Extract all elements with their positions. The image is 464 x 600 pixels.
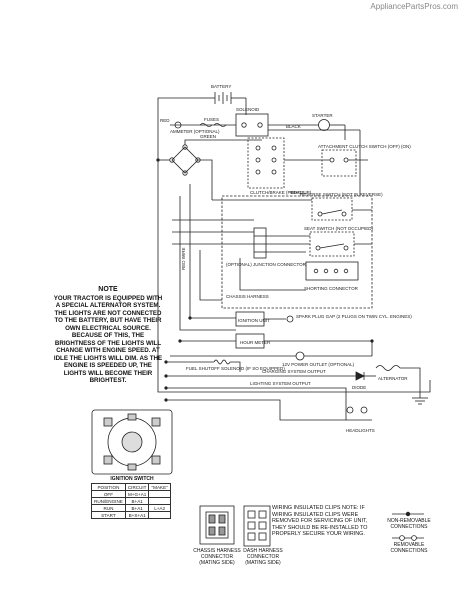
headlights-label: HEADLIGHTS	[346, 428, 375, 433]
black-wire-label: BLACK	[286, 124, 301, 129]
chassis-connector-drawing	[199, 505, 235, 545]
seat-switch-label: SEAT SWITCH (NOT OCCUPIED)	[304, 226, 374, 231]
dash-connector-caption: DASH HARNESS CONNECTOR (MATING SIDE)	[243, 548, 283, 566]
ignition-unit-label: IGNITION UNIT	[238, 318, 270, 323]
ignition-switch-drawing	[91, 409, 173, 475]
legend-non-removable: NON-REMOVABLE CONNECTIONS	[387, 518, 431, 530]
table-row: RUN B+A1 L+A2	[91, 504, 171, 512]
battery-symbol	[200, 92, 246, 104]
shorting-label: SHORTING CONNECTOR	[304, 286, 359, 291]
site-watermark: AppliancePartsPros.com	[370, 2, 458, 11]
red-wire-vertical-label: RED WIRE	[181, 248, 186, 271]
table-cell: RUN	[91, 504, 126, 512]
table-cell: START	[91, 511, 126, 519]
table-header-cell: "MAKE"	[148, 483, 171, 491]
table-cell	[148, 511, 171, 519]
table-cell: L+A2	[148, 504, 171, 512]
table-cell	[148, 490, 171, 498]
attachment-clutch-label: ATTACHMENT CLUTCH SWITCH (OFF) (ON)	[318, 144, 411, 149]
power-outlet-label: 12V POWER OUTLET (OPTIONAL)	[282, 362, 355, 367]
power-outlet-symbol	[295, 351, 305, 361]
table-row: OFF M+G+A1	[91, 490, 171, 498]
lighting-output-label: LIGHTING SYSTEM OUTPUT	[250, 381, 311, 386]
table-cell	[148, 497, 171, 505]
clutch-brake-label: CLUTCH/BRAKE (PEDAL UP)	[250, 190, 312, 195]
ignition-switch-table: POSITION CIRCUIT "MAKE" OFF M+G+A1 RUN/E…	[91, 483, 171, 519]
dash-connector-drawing	[243, 505, 271, 547]
junction-label: (OPTIONAL) JUNCTION CONNECTOR	[226, 262, 307, 267]
headlight-symbol	[346, 406, 354, 414]
table-header-cell: POSITION	[91, 483, 126, 491]
table-cell: B+S+A1	[124, 511, 150, 519]
chassis-harness-label: CHASSIS HARNESS	[226, 294, 269, 299]
diode-label: DIODE	[352, 385, 366, 390]
solenoid-box	[235, 113, 269, 137]
solenoid-label: SOLENOID	[236, 107, 260, 112]
reverse-switch-label: REVERSE SWITCH (NOT IN REVERSE)	[300, 192, 383, 197]
note-title: NOTE	[98, 286, 118, 293]
green-wire-label: GREEN	[200, 134, 216, 139]
table-header-cell: CIRCUIT	[124, 483, 150, 491]
spark-plug-label: SPARK PLUG GAP (2 PLUGS ON TWIN CYL. ENG…	[296, 314, 412, 319]
alternator-label: ALTERNATOR	[378, 376, 408, 381]
fuses-label: FUSES	[204, 117, 219, 122]
note-body: YOUR TRACTOR IS EQUIPPED WITH A SPECIAL …	[53, 294, 163, 385]
table-cell: RUN/ENGINE	[91, 497, 126, 505]
red-wire-label: RED	[160, 118, 170, 123]
charging-output-label: CHARGING SYSTEM OUTPUT	[262, 369, 326, 374]
wiring-clips-note: WIRING INSULATED CLIPS NOTE: IF WIRING I…	[272, 505, 368, 538]
table-cell: OFF	[91, 490, 126, 498]
starter-symbol	[318, 119, 330, 131]
fuel-shutoff-label: FUEL SHUTOFF SOLENOID (IF SO EQUIPPED)	[186, 366, 285, 371]
chassis-connector-caption: CHASSIS HARNESS CONNECTOR (MATING SIDE)	[193, 548, 241, 566]
table-cell: B+A1	[124, 497, 150, 505]
alternator-note: NOTE YOUR TRACTOR IS EQUIPPED WITH A SPE…	[52, 286, 164, 385]
battery-label: BATTERY	[211, 84, 231, 89]
ignition-key-symbol	[171, 146, 199, 174]
table-header-row: POSITION CIRCUIT "MAKE"	[91, 483, 171, 491]
table-row: RUN/ENGINE B+A1	[91, 497, 171, 505]
table-cell: M+G+A1	[124, 490, 150, 498]
ammeter-symbol	[174, 121, 182, 129]
table-cell: B+A1	[124, 504, 150, 512]
white-wire-label: WHITE	[290, 190, 305, 195]
legend-removable: REMOVABLE CONNECTIONS	[390, 542, 428, 554]
table-row: START B+S+A1	[91, 511, 171, 519]
ignition-switch-title: IGNITION SWITCH	[110, 476, 154, 482]
starter-label: STARTER	[312, 113, 333, 118]
headlight-symbol	[360, 406, 368, 414]
ammeter-label: AMMETER (OPTIONAL)	[170, 129, 220, 134]
hour-meter-label: HOUR METER	[240, 340, 271, 345]
